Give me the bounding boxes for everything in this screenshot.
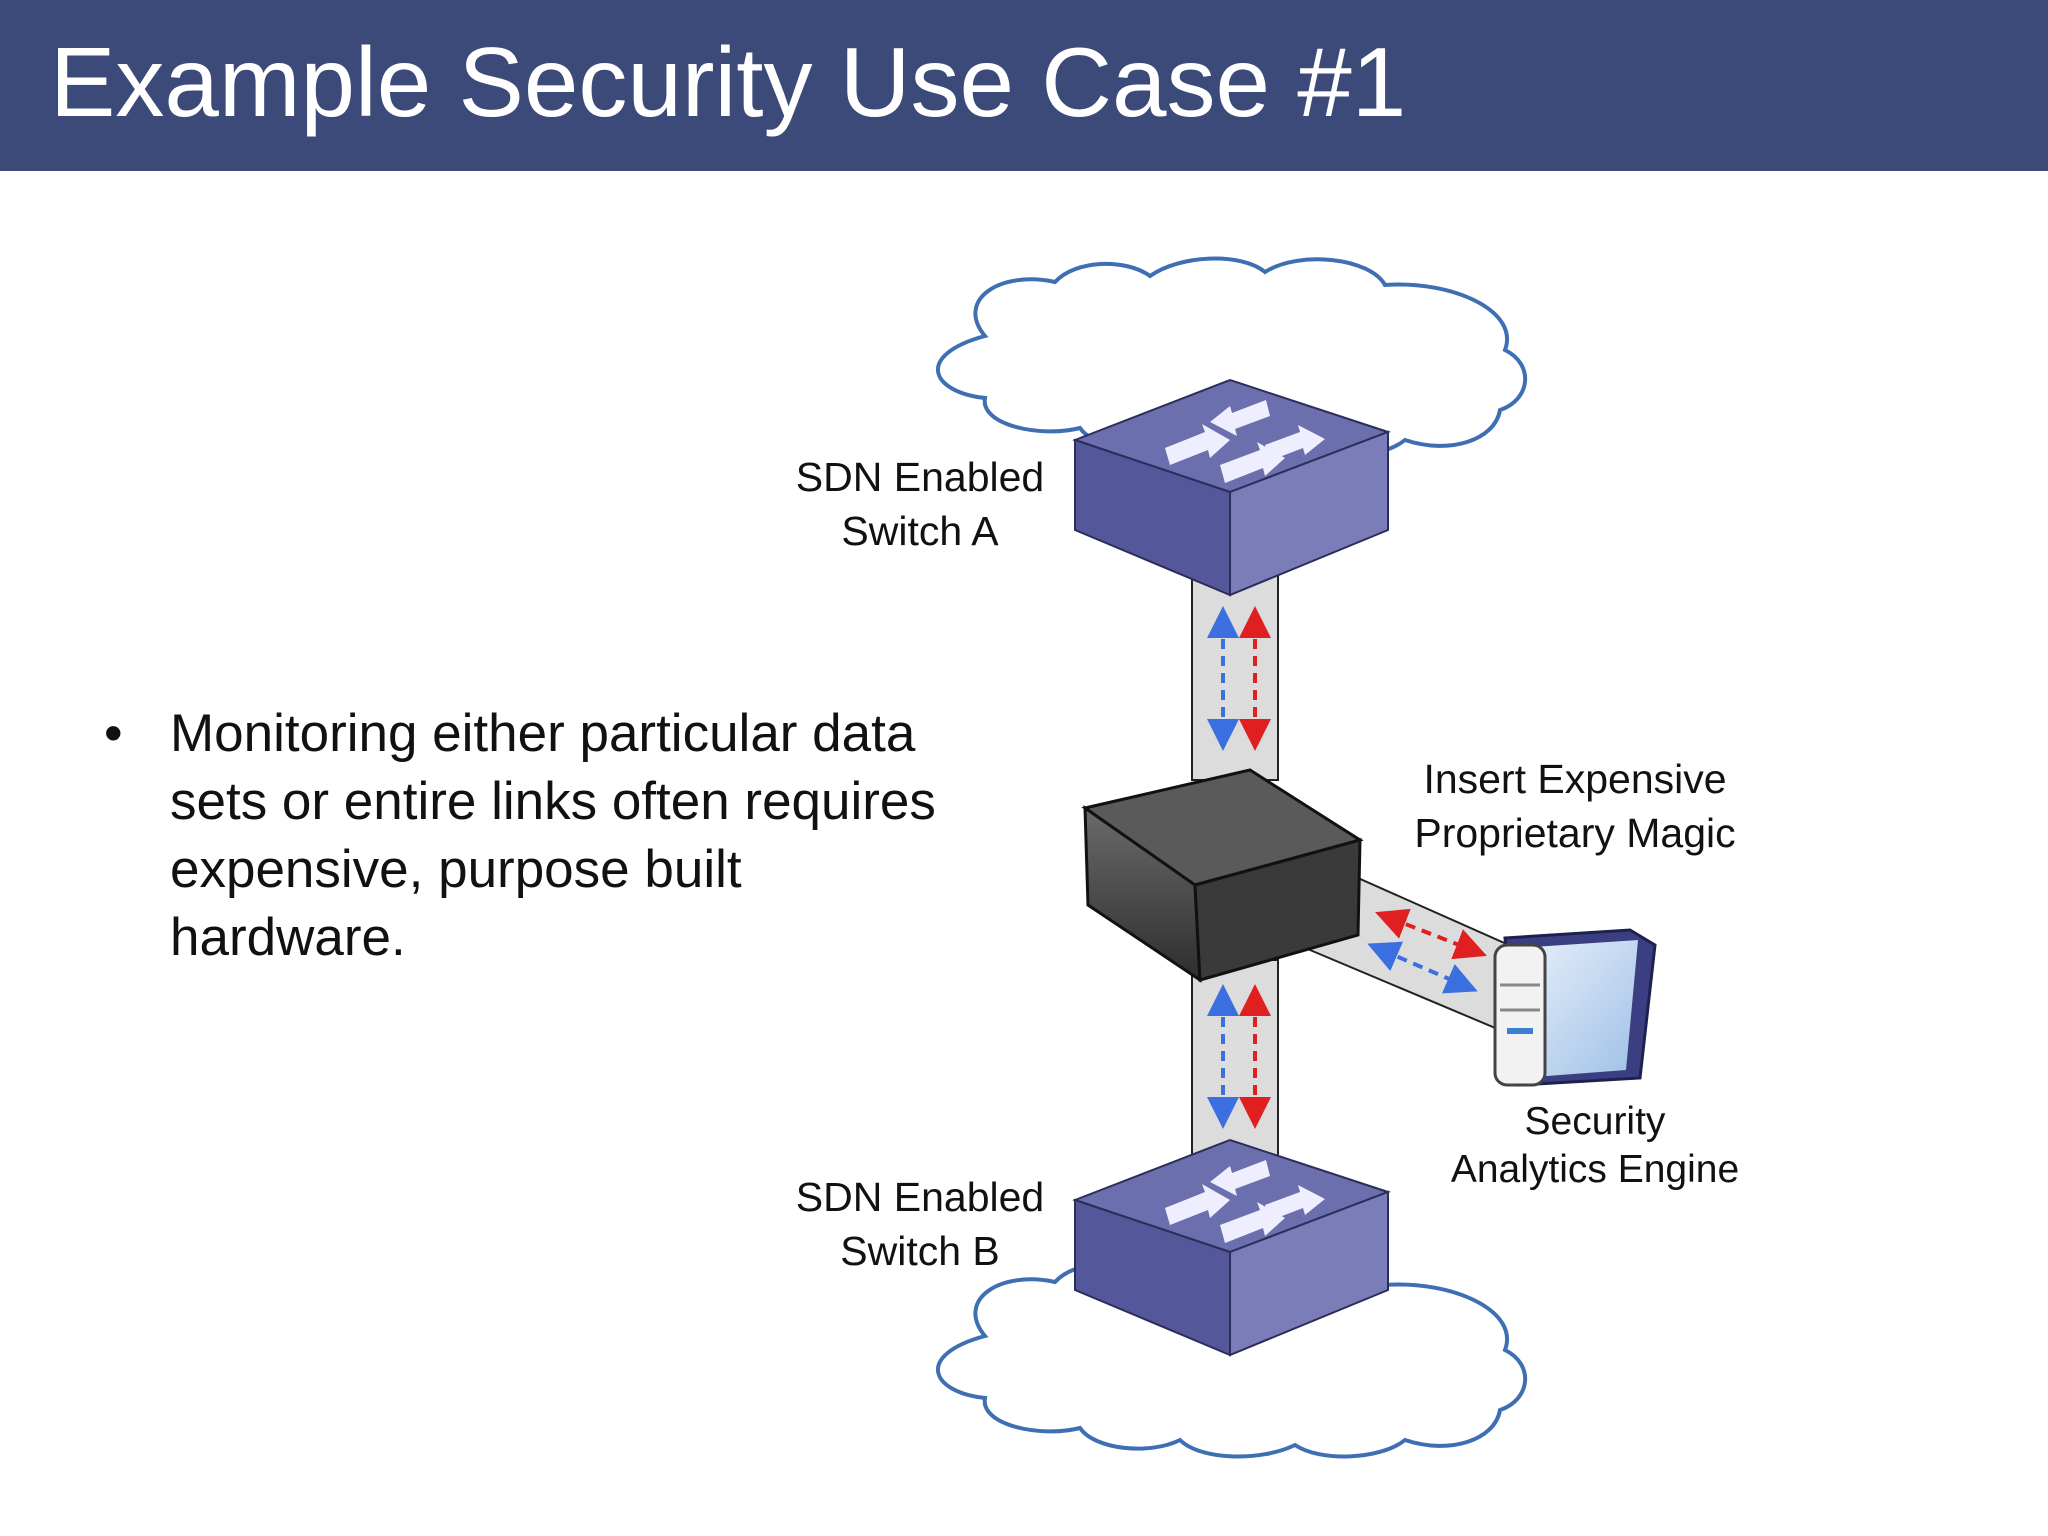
- switch-a-label: SDN Enabled Switch A: [770, 450, 1070, 558]
- bullet-list: • Monitoring either particular data sets…: [100, 700, 1020, 972]
- switch-a-label-line: SDN Enabled: [795, 454, 1045, 500]
- bullet-marker: •: [104, 704, 123, 763]
- appliance-label-line: Proprietary Magic: [1414, 810, 1736, 856]
- bullet-line: sets or entire links often requires: [170, 772, 936, 831]
- engine-label-line: Analytics Engine: [1450, 1148, 1740, 1191]
- switch-a-icon: [1072, 378, 1391, 597]
- bullet-line: hardware.: [170, 908, 406, 967]
- appliance-label-line: Insert Expensive: [1423, 756, 1727, 802]
- cloud-top: [935, 256, 1528, 459]
- switch-b-icon: [1072, 1138, 1391, 1357]
- bullet-line: expensive, purpose built: [170, 840, 742, 899]
- bullet-item: • Monitoring either particular data sets…: [100, 700, 1020, 972]
- switch-b-label: SDN Enabled Switch B: [770, 1170, 1070, 1278]
- title-bar: Example Security Use Case #1: [0, 0, 2048, 171]
- bullet-line: Monitoring either particular data: [170, 704, 916, 763]
- engine-label-line: Security: [1524, 1100, 1666, 1143]
- appliance-label: Insert Expensive Proprietary Magic: [1370, 752, 1780, 860]
- switch-a-label-line: Switch A: [841, 508, 999, 554]
- server-icon: [1493, 928, 1657, 1087]
- slide-title: Example Security Use Case #1: [50, 27, 1407, 137]
- appliance-icon: [1081, 768, 1364, 983]
- flow-arrow-blue: [1367, 941, 1478, 994]
- switch-b-label-line: Switch B: [840, 1228, 1000, 1274]
- engine-label: Security Analytics Engine: [1420, 1098, 1770, 1194]
- switch-b-label-line: SDN Enabled: [795, 1174, 1045, 1220]
